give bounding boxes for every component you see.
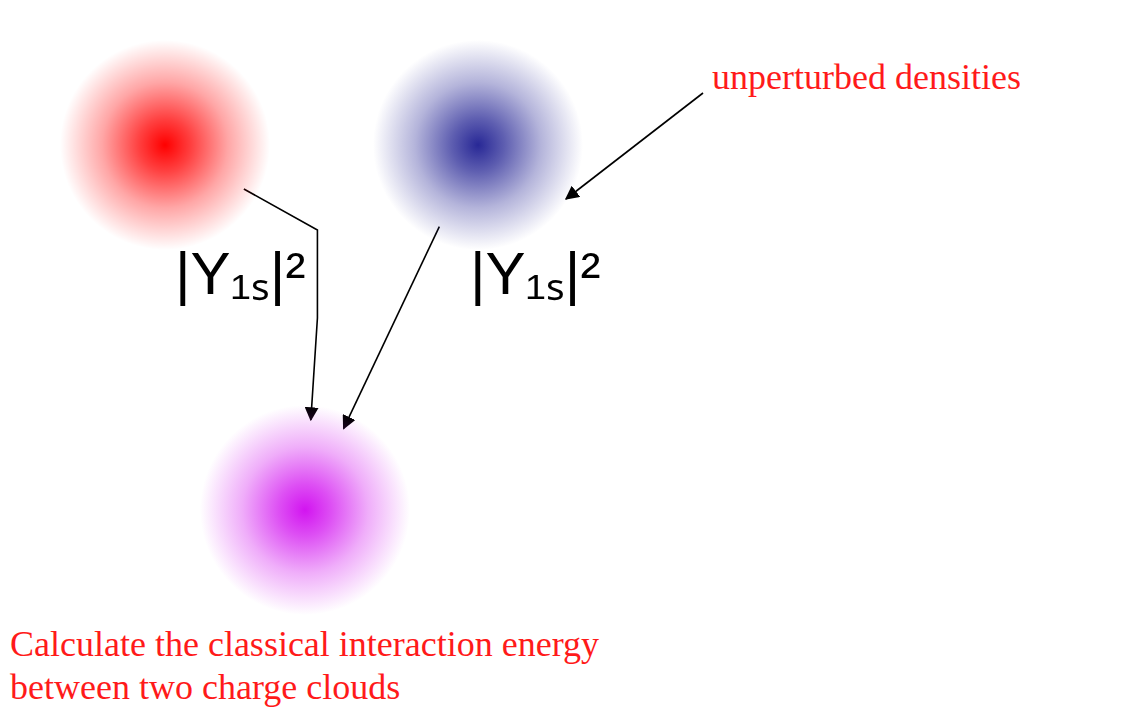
density-node: |Y₁ₛ|² — [60, 40, 270, 310]
arrow-connector — [344, 227, 440, 429]
annotation-label: unperturbed densities — [712, 56, 1021, 99]
density-node: Calculate the classical interaction ener… — [200, 405, 410, 709]
leader-line — [566, 93, 703, 199]
density-node: |Y₁ₛ|² — [373, 40, 583, 310]
density-cloud — [373, 40, 583, 250]
density-formula: |Y₁ₛ|² — [470, 238, 600, 310]
caption-text: Calculate the classical interaction ener… — [10, 623, 610, 709]
density-cloud — [60, 40, 270, 250]
density-formula: |Y₁ₛ|² — [175, 238, 305, 310]
density-cloud — [200, 405, 410, 615]
